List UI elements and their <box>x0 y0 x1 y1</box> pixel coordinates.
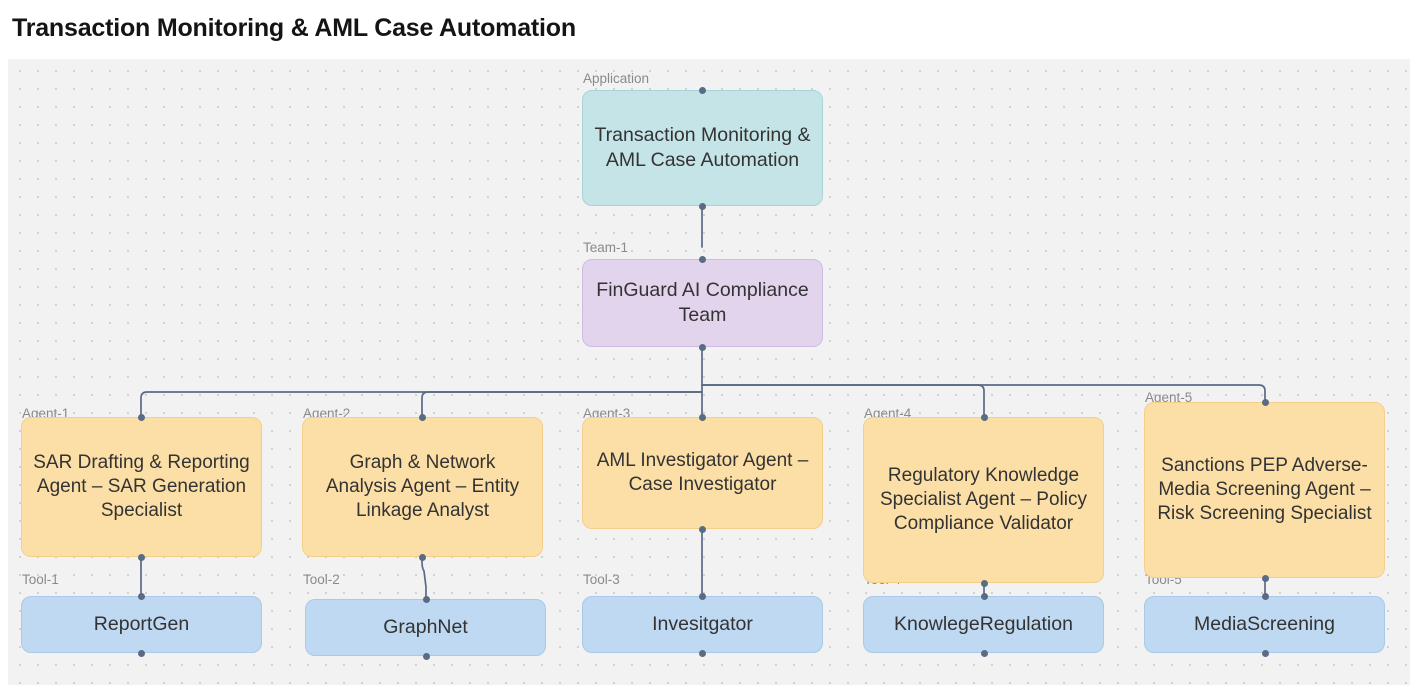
node-tool-5-title: MediaScreening <box>1194 613 1335 636</box>
node-label-team: Team-1 <box>583 240 629 255</box>
handle-tool-1-top[interactable] <box>138 593 145 600</box>
node-application-title: Transaction Monitoring & AML Case Automa… <box>594 124 811 171</box>
handle-tool-4-bottom[interactable] <box>981 650 988 657</box>
handle-agent-2-top[interactable] <box>419 414 426 421</box>
node-agent-3-title: AML Investigator Agent – Case Investigat… <box>596 450 809 495</box>
handle-tool-5-top[interactable] <box>1262 593 1269 600</box>
node-agent-2-title: Graph & Network Analysis Agent – Entity … <box>325 452 520 521</box>
node-agent-4-title: Regulatory Knowledge Specialist Agent – … <box>879 465 1087 534</box>
handle-agent-1-bottom[interactable] <box>138 554 145 561</box>
node-label-application: Application <box>583 71 650 86</box>
handle-agent-2-bottom[interactable] <box>419 554 426 561</box>
handle-tool-3-bottom[interactable] <box>699 650 706 657</box>
node-agent-5-title: Sanctions PEP Adverse-Media Screening Ag… <box>1157 455 1372 524</box>
handle-application-top[interactable] <box>699 87 706 94</box>
node-agent-2[interactable]: Graph & Network Analysis Agent – Entity … <box>302 417 543 557</box>
page-header: Transaction Monitoring & AML Case Automa… <box>0 0 1417 56</box>
node-team[interactable]: FinGuard AI Compliance Team <box>582 259 823 347</box>
node-tool-2[interactable]: GraphNet <box>305 599 546 656</box>
handle-tool-2-top[interactable] <box>423 596 430 603</box>
handle-agent-3-top[interactable] <box>699 414 706 421</box>
handle-agent-4-top[interactable] <box>981 414 988 421</box>
node-tool-1-title: ReportGen <box>93 613 190 636</box>
edge-team-to-agent-2 <box>421 391 703 415</box>
node-label-tool-1: Tool-1 <box>22 572 59 587</box>
node-tool-1[interactable]: ReportGen <box>21 596 262 653</box>
handle-agent-3-bottom[interactable] <box>699 526 706 533</box>
node-agent-5[interactable]: Sanctions PEP Adverse-Media Screening Ag… <box>1144 402 1385 578</box>
handle-tool-3-top[interactable] <box>699 593 706 600</box>
handle-tool-1-bottom[interactable] <box>138 650 145 657</box>
handle-agent-5-top[interactable] <box>1262 399 1269 406</box>
node-tool-3[interactable]: Invesitgator <box>582 596 823 653</box>
handle-tool-5-bottom[interactable] <box>1262 650 1269 657</box>
node-agent-1[interactable]: SAR Drafting & Reporting Agent – SAR Gen… <box>21 417 262 557</box>
node-tool-5[interactable]: MediaScreening <box>1144 596 1385 653</box>
handle-team-bottom[interactable] <box>699 344 706 351</box>
handle-application-bottom[interactable] <box>699 203 706 210</box>
node-tool-3-title: Invesitgator <box>652 613 753 636</box>
node-tool-4-title: KnowlegeRegulation <box>894 613 1073 636</box>
handle-agent-4-bottom[interactable] <box>981 580 988 587</box>
node-agent-3[interactable]: AML Investigator Agent – Case Investigat… <box>582 417 823 529</box>
handle-agent-1-top[interactable] <box>138 414 145 421</box>
node-team-title: FinGuard AI Compliance Team <box>596 279 809 326</box>
node-label-tool-2: Tool-2 <box>303 572 340 587</box>
page-title: Transaction Monitoring & AML Case Automa… <box>12 13 576 42</box>
handle-agent-5-bottom[interactable] <box>1262 575 1269 582</box>
edge-team-to-agent-4 <box>701 384 985 415</box>
diagram-canvas[interactable]: Application Transaction Monitoring & AML… <box>8 59 1410 685</box>
handle-tool-4-top[interactable] <box>981 593 988 600</box>
edge-agent-2-to-tool-2 <box>421 556 427 600</box>
node-label-tool-3: Tool-3 <box>583 572 620 587</box>
node-tool-2-title: GraphNet <box>383 616 468 639</box>
node-tool-4[interactable]: KnowlegeRegulation <box>863 596 1104 653</box>
handle-team-top[interactable] <box>699 256 706 263</box>
node-agent-1-title: SAR Drafting & Reporting Agent – SAR Gen… <box>33 452 250 521</box>
node-agent-4[interactable]: Regulatory Knowledge Specialist Agent – … <box>863 417 1104 583</box>
handle-tool-2-bottom[interactable] <box>423 653 430 660</box>
node-application[interactable]: Transaction Monitoring & AML Case Automa… <box>582 90 823 206</box>
